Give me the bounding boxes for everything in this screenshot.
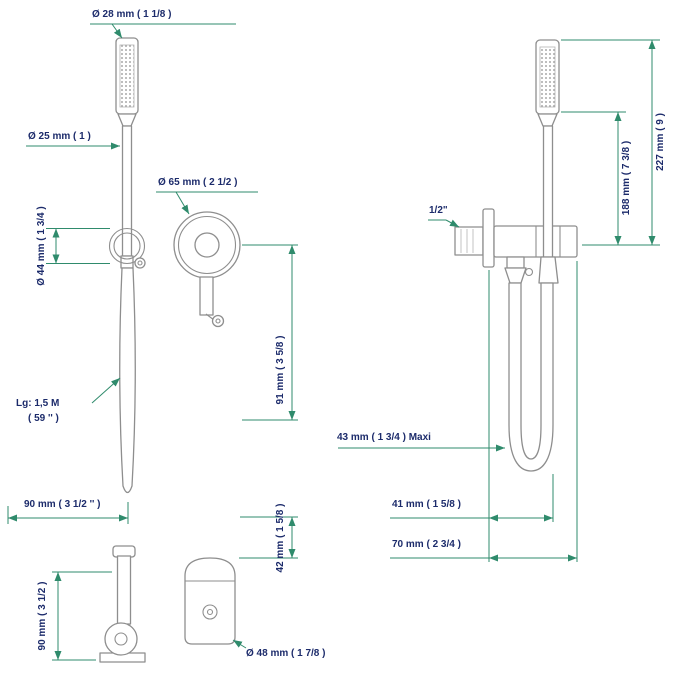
dim-hose-depth: 41 mm ( 1 5/8 ) bbox=[390, 499, 553, 522]
dim-overall-depth-label: 70 mm ( 2 3/4 ) bbox=[392, 539, 461, 550]
thread-size-callout: 1/2" bbox=[428, 205, 460, 228]
dim-overall-height: 227 mm ( 9 ) bbox=[561, 39, 666, 246]
dim-side-height-label: 90 mm ( 3 1/2 ) bbox=[37, 582, 48, 651]
dim-head-diameter-label: Ø 28 mm ( 1 1/8 ) bbox=[92, 9, 171, 20]
dim-hose-offset-label: 90 mm ( 3 1/2 '' ) bbox=[24, 499, 100, 510]
dim-outlet-top-height-label: 42 mm ( 1 5/8 ) bbox=[275, 504, 286, 573]
dim-head-diameter: Ø 28 mm ( 1 1/8 ) bbox=[90, 9, 236, 39]
dim-flange-diameter: Ø 65 mm ( 2 1/2 ) bbox=[156, 177, 258, 215]
dim-overall-height-label: 227 mm ( 9 ) bbox=[655, 113, 666, 171]
dim-handle-diameter-label: Ø 25 mm ( 1 ) bbox=[28, 131, 91, 142]
outlet-assembly-side-view bbox=[454, 39, 578, 472]
dim-hose-depth-label: 41 mm ( 1 5/8 ) bbox=[392, 499, 461, 510]
hose-length-label-line1: Lg: 1,5 M bbox=[16, 398, 59, 409]
dim-max-depth: 43 mm ( 1 3/4 ) Maxi bbox=[337, 432, 505, 452]
outlet-cone bbox=[504, 267, 527, 284]
dim-flange-diameter-label: Ø 65 mm ( 2 1/2 ) bbox=[158, 177, 237, 188]
hose-length-callout: Lg: 1,5 M ( 59 '' ) bbox=[16, 377, 121, 424]
dim-base-diameter: Ø 48 mm ( 1 7/8 ) bbox=[232, 639, 325, 659]
depth-extension-lines bbox=[488, 261, 578, 562]
dim-max-depth-label: 43 mm ( 1 3/4 ) Maxi bbox=[337, 432, 431, 443]
dim-shower-height: 188 mm ( 7 3/8 ) bbox=[561, 111, 632, 245]
dim-side-height: 90 mm ( 3 1/2 ) bbox=[37, 571, 112, 661]
outlet-front-view bbox=[184, 557, 236, 645]
dim-ring-diameter: Ø 44 mm ( 1 3/4 ) bbox=[36, 206, 110, 286]
shower-holder-ring-front bbox=[108, 227, 146, 269]
spray-face bbox=[119, 44, 135, 108]
dim-ring-diameter-label: Ø 44 mm ( 1 3/4 ) bbox=[36, 206, 47, 285]
dim-bracket-height-label: 91 mm ( 3 5/8 ) bbox=[275, 336, 286, 405]
dim-overall-depth: 70 mm ( 2 3/4 ) bbox=[390, 539, 577, 562]
dim-shower-height-label: 188 mm ( 7 3/8 ) bbox=[621, 141, 632, 215]
pivot-screw bbox=[524, 267, 534, 277]
hose-nut-cone bbox=[538, 256, 559, 284]
spray-face-side bbox=[539, 46, 556, 108]
dim-bracket-height: 91 mm ( 3 5/8 ) bbox=[242, 244, 298, 421]
wall-bracket-front-view bbox=[173, 211, 241, 328]
hose-front-view bbox=[119, 267, 136, 494]
dim-base-diameter-label: Ø 48 mm ( 1 7/8 ) bbox=[246, 648, 325, 659]
wall-flange bbox=[482, 208, 495, 268]
bracket-side-view bbox=[99, 545, 146, 663]
hose-length-label-line2: ( 59 '' ) bbox=[28, 413, 59, 424]
docked-hand-shower-side-view bbox=[535, 39, 560, 284]
dim-outlet-top-height: 42 mm ( 1 5/8 ) bbox=[239, 504, 298, 573]
dim-handle-diameter: Ø 25 mm ( 1 ) bbox=[26, 131, 120, 150]
thread-nipple bbox=[454, 226, 484, 256]
outlet-nut bbox=[506, 256, 525, 269]
dim-hose-offset-width: 90 mm ( 3 1/2 '' ) bbox=[7, 499, 129, 524]
thread-size-label: 1/2" bbox=[429, 205, 448, 216]
hose-loop-side-view bbox=[508, 282, 554, 472]
